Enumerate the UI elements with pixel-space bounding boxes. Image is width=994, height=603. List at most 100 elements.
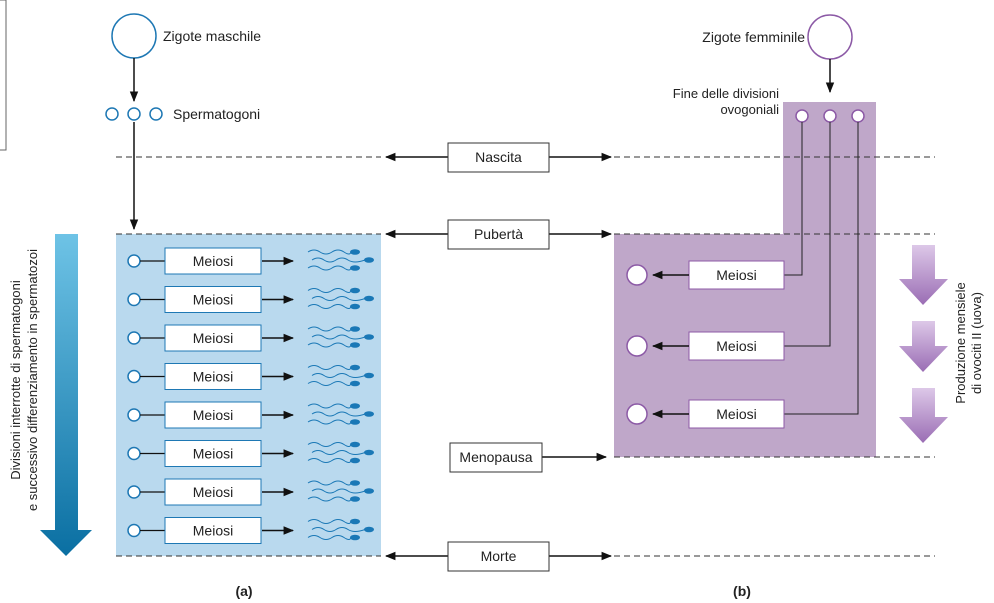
timeline-puberty: Pubertà	[384, 219, 613, 250]
menopause-label: Menopausa	[459, 449, 532, 465]
timeline-dashes	[116, 156, 935, 557]
oogonium-circle	[823, 109, 837, 123]
meiosis-label: Meiosi	[193, 330, 233, 346]
spermatocyte-circle	[127, 369, 141, 384]
spermatogonia-circles	[105, 107, 163, 121]
female-meiosis-row: Meiosi	[626, 122, 831, 361]
end-divisions-line1: Fine delle divisioni	[673, 86, 779, 101]
sperm-head	[350, 287, 360, 294]
meiosis-box	[164, 286, 262, 313]
male-time-arrow-line2: e successivo differenziamento in spermat…	[25, 249, 40, 511]
meiosis-box	[164, 363, 262, 390]
egg-circle	[626, 403, 648, 425]
sperm-cluster	[307, 326, 374, 348]
sperm-tail	[307, 419, 352, 425]
sperm-cluster	[307, 480, 374, 502]
sperm-tail	[307, 535, 352, 540]
sperm-tail	[307, 519, 352, 524]
female-meiosis-box	[688, 399, 785, 429]
panel-label-b: (b)	[733, 583, 751, 599]
male-meiosis-row: Meiosi	[127, 440, 374, 467]
male-meiosis-rows: MeiosiMeiosiMeiosiMeiosiMeiosiMeiosiMeio…	[127, 247, 374, 544]
meiosis-box	[164, 517, 262, 544]
end-divisions-line2: ovogoniali	[720, 102, 779, 117]
sperm-head	[364, 449, 374, 456]
sperm-tail	[307, 249, 352, 255]
cropped-box-edge	[0, 0, 7, 151]
monthly-production-line2: di ovociti II (uova)	[969, 292, 984, 394]
female-zygote-label: Zigote femminile	[702, 29, 805, 45]
male-zygote-label: Zigote maschile	[163, 28, 261, 44]
female-meiosis-label: Meiosi	[716, 338, 756, 354]
sperm-head	[350, 303, 360, 310]
sperm-head	[350, 441, 360, 448]
sperm-tail	[311, 373, 366, 378]
timeline-menopause: Menopausa	[449, 442, 608, 473]
male-meiosis-row: Meiosi	[127, 286, 374, 313]
sperm-head	[364, 334, 374, 340]
sperm-tail	[311, 411, 366, 417]
spermatocyte-circle	[127, 331, 141, 345]
birth-label: Nascita	[475, 149, 522, 165]
male-adult-panel	[116, 234, 381, 556]
oogonium-circle	[795, 109, 809, 123]
meiosis-label: Meiosi	[193, 446, 233, 462]
sperm-head	[364, 526, 374, 533]
sperm-tail	[307, 480, 352, 486]
sperm-head	[350, 518, 360, 525]
sperm-tail	[307, 288, 352, 293]
meiosis-label: Meiosi	[193, 523, 233, 539]
sperm-tail	[307, 342, 352, 348]
sperm-head	[350, 496, 360, 502]
sperm-head	[350, 480, 360, 486]
sperm-head	[364, 411, 374, 417]
sperm-tail	[307, 265, 352, 271]
spermatocyte-circle	[127, 485, 141, 499]
sperm-cluster	[307, 403, 374, 425]
spermatocyte-circle	[127, 446, 141, 461]
female-meiosis-label: Meiosi	[716, 406, 756, 422]
sperm-tail	[311, 450, 366, 455]
sperm-head	[350, 419, 360, 425]
male-time-arrow	[40, 234, 92, 556]
meiosis-box	[164, 401, 262, 429]
sperm-tail	[307, 381, 352, 386]
spermatocyte-circle	[127, 523, 141, 538]
sperm-cluster	[307, 287, 374, 310]
oocyte-connector	[784, 122, 831, 347]
egg-circle	[626, 335, 648, 357]
oogonium-circle	[851, 109, 865, 123]
sperm-head	[350, 534, 360, 541]
male-meiosis-row: Meiosi	[127, 324, 374, 352]
sperm-tail	[311, 527, 366, 532]
sperm-tail	[307, 496, 352, 502]
panel-label-a: (a)	[235, 583, 252, 599]
meiosis-label: Meiosi	[193, 253, 233, 269]
spermatocyte-circle	[127, 254, 141, 268]
meiosis-box	[164, 440, 262, 467]
sperm-cluster	[307, 364, 374, 387]
meiosis-label: Meiosi	[193, 484, 233, 500]
meiosis-box	[164, 324, 262, 352]
male-meiosis-row: Meiosi	[127, 401, 374, 429]
female-meiosis-row: Meiosi	[626, 122, 859, 429]
puberty-label: Pubertà	[474, 226, 523, 242]
spermatogonia-label: Spermatogoni	[173, 106, 260, 122]
spermatocyte-circle	[127, 292, 141, 307]
sperm-cluster	[307, 249, 374, 271]
sperm-tail	[307, 458, 352, 463]
sperm-tail	[311, 334, 366, 340]
female-zygote-circle	[807, 14, 853, 60]
female-meiosis-row: Meiosi	[626, 122, 803, 290]
sperm-tail	[307, 365, 352, 370]
meiosis-box	[164, 247, 262, 275]
sperm-tail	[307, 403, 352, 409]
male-time-arrow-line1: Divisioni interrotte di spermatogoni	[8, 280, 23, 480]
sperm-head	[364, 295, 374, 302]
oocyte-connector	[784, 122, 803, 276]
sperm-tail	[311, 257, 366, 263]
male-meiosis-row: Meiosi	[127, 517, 374, 544]
sperm-head	[350, 380, 360, 387]
